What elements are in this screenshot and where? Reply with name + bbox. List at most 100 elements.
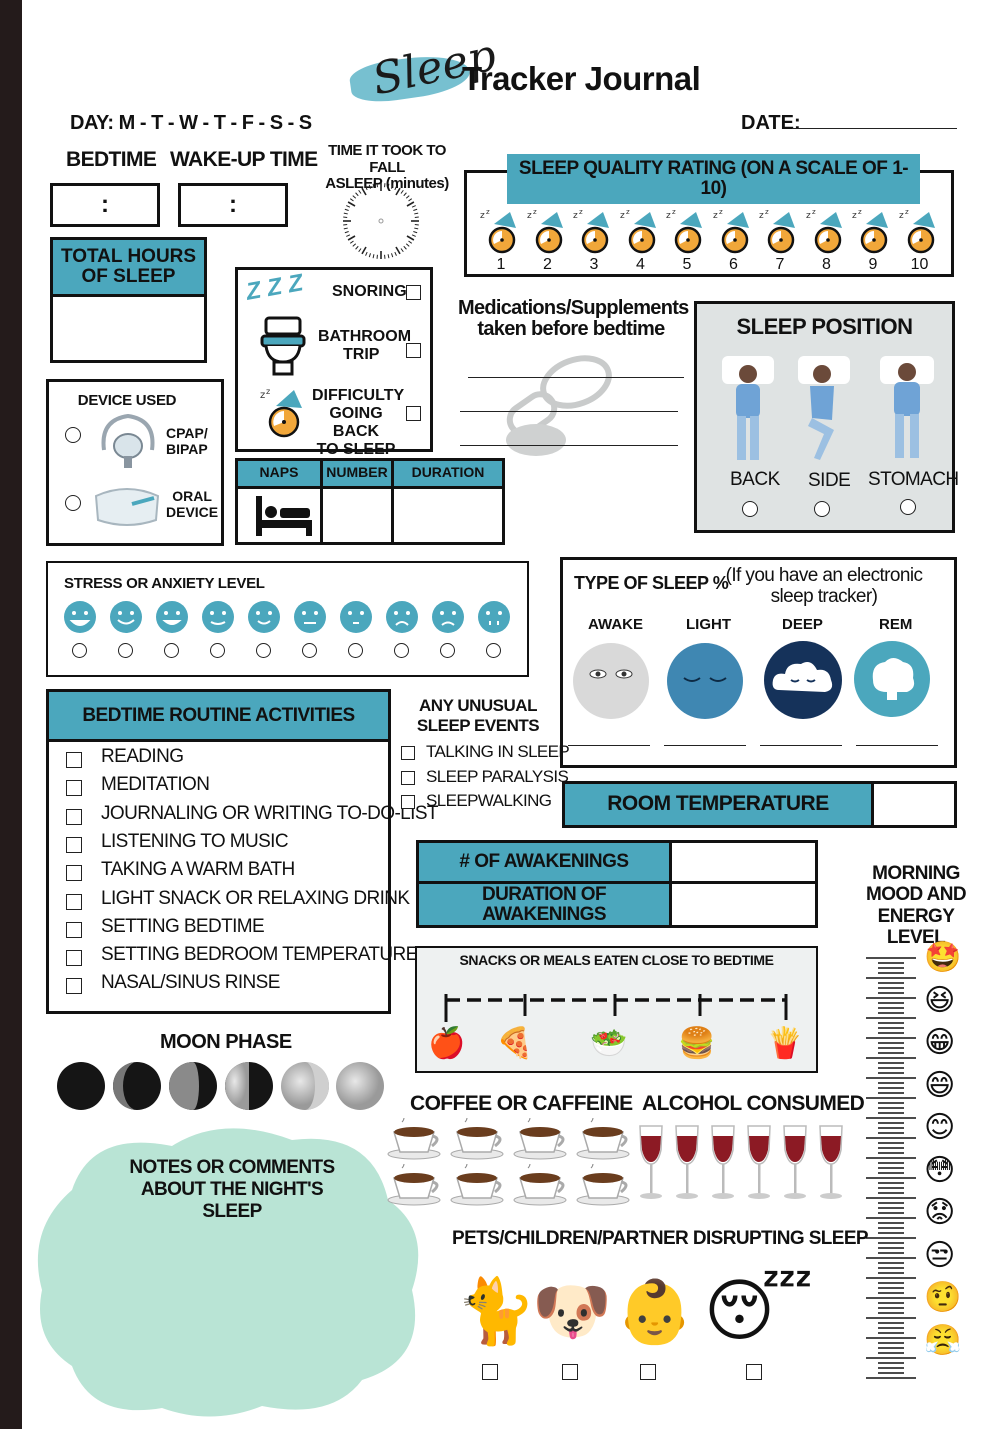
- coffee-cup-icon[interactable]: [575, 1113, 631, 1160]
- routine-checkbox[interactable]: [66, 921, 82, 938]
- pets-checkbox[interactable]: [482, 1364, 498, 1380]
- mood-face-icon[interactable]: 😊: [924, 1110, 956, 1145]
- difficulty-checkbox[interactable]: [406, 406, 421, 421]
- stress-radio[interactable]: [348, 643, 363, 658]
- routine-checkbox[interactable]: [66, 780, 82, 797]
- awake-pct-line[interactable]: [568, 730, 650, 746]
- clock-dial[interactable]: [340, 180, 422, 262]
- pets-checkbox[interactable]: [640, 1364, 656, 1380]
- back-radio[interactable]: [742, 501, 758, 517]
- coffee-title: COFFEE OR CAFFEINE: [410, 1092, 633, 1115]
- stress-radio[interactable]: [302, 643, 317, 658]
- stress-level-9[interactable]: [428, 600, 468, 662]
- pets-checkbox[interactable]: [562, 1364, 578, 1380]
- stress-level-6[interactable]: [290, 600, 330, 662]
- unusual-checkbox[interactable]: [401, 746, 415, 760]
- stress-level-5[interactable]: [244, 600, 284, 662]
- wine-glass-icon[interactable]: [816, 1124, 846, 1202]
- stress-radio[interactable]: [210, 643, 225, 658]
- mood-face-icon[interactable]: 😆: [924, 982, 956, 1018]
- wine-glasses[interactable]: [636, 1124, 852, 1204]
- light-pct-line[interactable]: [664, 730, 746, 746]
- wakeup-input[interactable]: :: [178, 183, 288, 227]
- stress-level-7[interactable]: [336, 600, 376, 662]
- routine-checkbox[interactable]: [66, 978, 82, 995]
- routine-checkbox[interactable]: [66, 865, 82, 882]
- awakenings-duration-input[interactable]: [675, 884, 815, 925]
- stress-radio[interactable]: [486, 643, 501, 658]
- stress-level-1[interactable]: [60, 600, 100, 662]
- stress-radio[interactable]: [440, 643, 455, 658]
- stress-level-2[interactable]: [106, 600, 146, 662]
- mood-face-icon[interactable]: 😁: [924, 1025, 956, 1060]
- pets-checkbox[interactable]: [746, 1364, 762, 1380]
- coffee-cup-icon[interactable]: [512, 1113, 568, 1160]
- meds-line-1[interactable]: [468, 360, 684, 378]
- mood-face-icon[interactable]: 😤: [924, 1322, 962, 1358]
- stress-radio[interactable]: [72, 643, 87, 658]
- rem-pct-line[interactable]: [856, 730, 938, 746]
- coffee-cup-icon[interactable]: [386, 1159, 442, 1206]
- oral-device-radio[interactable]: [65, 495, 81, 511]
- stress-level-3[interactable]: [152, 600, 192, 662]
- mood-ruler[interactable]: [866, 956, 918, 1382]
- stress-radio[interactable]: [394, 643, 409, 658]
- stress-radio[interactable]: [118, 643, 133, 658]
- coffee-cup-icon[interactable]: [512, 1159, 568, 1206]
- coffee-cup-icon[interactable]: [386, 1113, 442, 1160]
- routine-checkbox[interactable]: [66, 808, 82, 825]
- awakenings-count-input[interactable]: [675, 843, 815, 881]
- date-line[interactable]: [792, 112, 957, 129]
- side-radio[interactable]: [814, 501, 830, 517]
- stomach-radio[interactable]: [900, 499, 916, 515]
- cpap-radio[interactable]: [65, 427, 81, 443]
- routine-checkbox[interactable]: [66, 752, 82, 768]
- wine-glass-icon[interactable]: [636, 1124, 666, 1202]
- snacks-scale[interactable]: [440, 994, 792, 1022]
- mood-face-icon[interactable]: 🤩: [924, 940, 962, 975]
- deep-pct-line[interactable]: [760, 730, 842, 746]
- notes-cloud[interactable]: [32, 1120, 424, 1420]
- coffee-cup-icon[interactable]: [449, 1113, 505, 1160]
- routine-checkbox[interactable]: [66, 950, 82, 967]
- unusual-checkbox[interactable]: [401, 770, 415, 785]
- wine-glass-icon[interactable]: [672, 1124, 702, 1202]
- meds-line-2[interactable]: [460, 394, 678, 412]
- mood-face-icon[interactable]: 🤨: [924, 1280, 962, 1315]
- wine-glass-icon[interactable]: [744, 1124, 774, 1202]
- wine-glass-icon[interactable]: [708, 1124, 738, 1202]
- stress-radio[interactable]: [164, 643, 179, 658]
- mood-face-icon[interactable]: 😳: [924, 1152, 956, 1188]
- mood-face-icon[interactable]: 😒: [924, 1237, 956, 1273]
- stress-level-10[interactable]: [474, 600, 514, 662]
- coffee-cups[interactable]: [386, 1113, 634, 1206]
- naps-duration-cell[interactable]: [394, 492, 502, 542]
- stress-level-8[interactable]: [382, 600, 422, 662]
- coffee-cup-icon[interactable]: [449, 1159, 505, 1206]
- stress-radio[interactable]: [256, 643, 271, 658]
- routine-checkbox[interactable]: [66, 893, 82, 910]
- room-temp-input[interactable]: [874, 784, 954, 825]
- routine-checkbox[interactable]: [66, 836, 82, 853]
- mood-face-icon[interactable]: 😟: [924, 1195, 956, 1230]
- stress-level-4[interactable]: [198, 600, 238, 662]
- bedtime-input[interactable]: :: [50, 183, 160, 227]
- naps-number-cell[interactable]: [323, 492, 391, 542]
- bathroom-checkbox[interactable]: [406, 343, 421, 358]
- coffee-cup-icon[interactable]: [575, 1159, 631, 1206]
- mood-face-icon[interactable]: 😄: [924, 1067, 956, 1103]
- snoring-checkbox[interactable]: [406, 285, 421, 300]
- meds-line-3[interactable]: [460, 428, 678, 446]
- wine-glass-icon[interactable]: [780, 1124, 810, 1202]
- unusual-checkbox[interactable]: [401, 795, 415, 809]
